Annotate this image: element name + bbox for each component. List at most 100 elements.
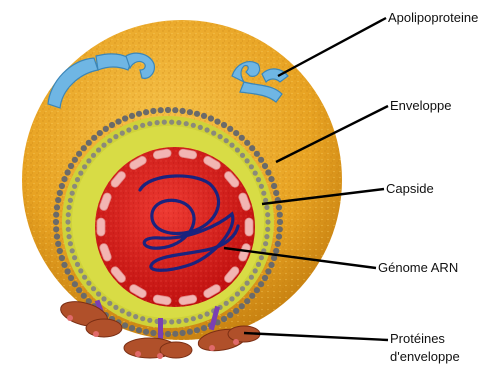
lipid-bead (227, 312, 233, 318)
lipid-bead (268, 262, 274, 268)
lipid-bead (169, 120, 174, 125)
lipid-bead (70, 191, 75, 196)
lipid-bead (91, 135, 97, 141)
lipid-bead (59, 183, 65, 189)
lipid-bead (86, 158, 91, 163)
lipid-bead (277, 212, 283, 218)
lipid-bead (258, 157, 264, 163)
lipid-bead (66, 212, 71, 217)
lipid-bead (143, 329, 149, 335)
capsomere (245, 218, 253, 236)
lipid-bead (165, 331, 171, 337)
lipid-bead (136, 111, 142, 117)
lipid-bead (259, 255, 264, 260)
lipid-bead (107, 138, 112, 143)
lipid-bead (273, 190, 279, 196)
lipid-bead (201, 113, 207, 119)
lipid-bead (249, 164, 254, 169)
lipid-bead (184, 318, 189, 323)
lipid-bead (140, 316, 145, 321)
lipid-bead (253, 268, 258, 273)
lipid-bead (265, 227, 270, 232)
lipid-bead (122, 115, 128, 121)
lipid-bead (54, 204, 60, 210)
lipid-bead (68, 275, 74, 281)
lipid-bead (229, 143, 234, 148)
lipid-bead (66, 227, 71, 232)
leader-proteines (244, 333, 388, 340)
lipid-bead (67, 205, 72, 210)
lipid-bead (265, 169, 271, 175)
lipid-bead (120, 308, 125, 313)
lipid-bead (277, 226, 283, 232)
lipid-bead (61, 176, 67, 182)
lipid-bead (229, 296, 234, 301)
lipid-bead (265, 219, 270, 224)
lipid-bead (65, 219, 70, 224)
lipid-bead (233, 308, 239, 314)
lipid-bead (82, 275, 87, 280)
lipid-bead (150, 330, 156, 336)
lipid-bead (245, 281, 250, 286)
lipid-bead (72, 157, 78, 163)
lipid-bead (68, 198, 73, 203)
lipid-bead (191, 316, 196, 321)
lipid-bead (136, 327, 142, 333)
lipid-bead (133, 125, 138, 130)
lipid-bead (218, 134, 223, 139)
lipid-bead (249, 145, 255, 151)
lipid-bead (191, 123, 196, 128)
lipid-bead (205, 127, 210, 132)
lipid-bead (120, 131, 125, 136)
lipid-bead (198, 125, 203, 130)
lipid-bead (76, 287, 82, 293)
lipid-bead (224, 138, 229, 143)
lipid-bead (143, 109, 149, 115)
lipid-bead (133, 314, 138, 319)
lipid-bead (245, 158, 250, 163)
lipid-bead (276, 204, 282, 210)
lipid-bead (240, 286, 245, 291)
lipid-bead (70, 248, 75, 253)
lipid-bead (254, 287, 260, 293)
lipid-bead (68, 163, 74, 169)
lipid-bead (180, 330, 186, 336)
lipid-bead (103, 126, 109, 132)
lipid-bead (53, 226, 59, 232)
lipid-bead (235, 291, 240, 296)
lipid-bead (162, 120, 167, 125)
lipid-bead (254, 151, 260, 157)
lipid-bead (172, 107, 178, 113)
lipid-bead (113, 305, 118, 310)
lipid-bead (72, 184, 77, 189)
lipid-bead (265, 268, 271, 274)
lipid-bead (233, 130, 239, 136)
lipid-bead (101, 296, 106, 301)
lipid-bead (244, 298, 250, 304)
leader-apolipoproteine (278, 18, 386, 76)
label-capside: Capside (386, 180, 434, 197)
lipid-bead (263, 198, 268, 203)
label-enveloppe: Enveloppe (390, 97, 451, 114)
lipid-bead (72, 255, 77, 260)
lipid-bead (176, 319, 181, 324)
lipid-bead (115, 119, 121, 125)
lipid-bead (201, 325, 207, 331)
label-proteines-line1: Protéines (390, 330, 460, 348)
lipid-bead (72, 281, 78, 287)
lipid-bead (126, 311, 131, 316)
lipid-bead (259, 184, 264, 189)
lipid-bead (221, 316, 227, 322)
lipid-bead (265, 212, 270, 217)
lipid-bead (176, 120, 181, 125)
lipid-bead (129, 113, 135, 119)
lipid-bead (172, 331, 178, 337)
lipid-bead (53, 219, 59, 225)
lipid-bead (55, 241, 61, 247)
lipid-bead (277, 219, 283, 225)
lipid-bead (68, 241, 73, 246)
lipid-bead (147, 318, 152, 323)
lipid-bead (194, 111, 200, 117)
lipid-bead (53, 212, 59, 218)
lipid-bead (78, 268, 83, 273)
